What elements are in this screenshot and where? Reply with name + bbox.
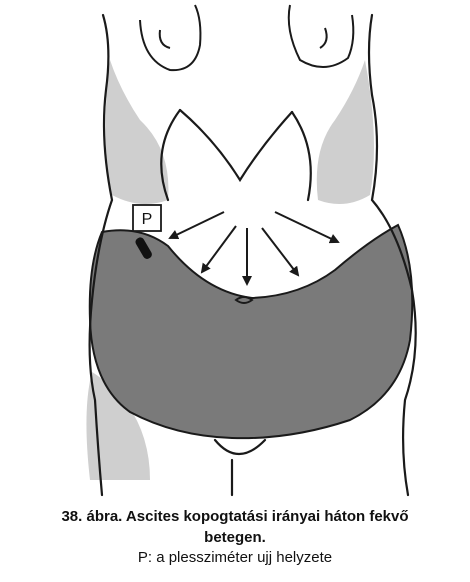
abdomen-diagram: P — [0, 0, 470, 500]
right-torso-shading — [317, 60, 374, 204]
marker-label: P — [142, 211, 153, 228]
figure-caption: 38. ábra. Ascites kopogtatási irányai há… — [0, 506, 470, 568]
caption-title-line1: 38. ábra. Ascites kopogtatási irányai há… — [0, 506, 470, 527]
percussion-arrow-down-left — [202, 226, 236, 272]
ascites-fluid-region — [90, 225, 413, 438]
left-torso-shading — [105, 60, 168, 204]
percussion-arrow-down-right — [262, 228, 298, 275]
caption-title-line2: betegen. — [0, 527, 470, 548]
breasts — [140, 5, 353, 70]
percussion-arrow-left — [170, 212, 224, 238]
percussion-arrow-right — [275, 212, 338, 242]
caption-subtitle: P: a plessziméter ujj helyzete — [0, 548, 470, 568]
